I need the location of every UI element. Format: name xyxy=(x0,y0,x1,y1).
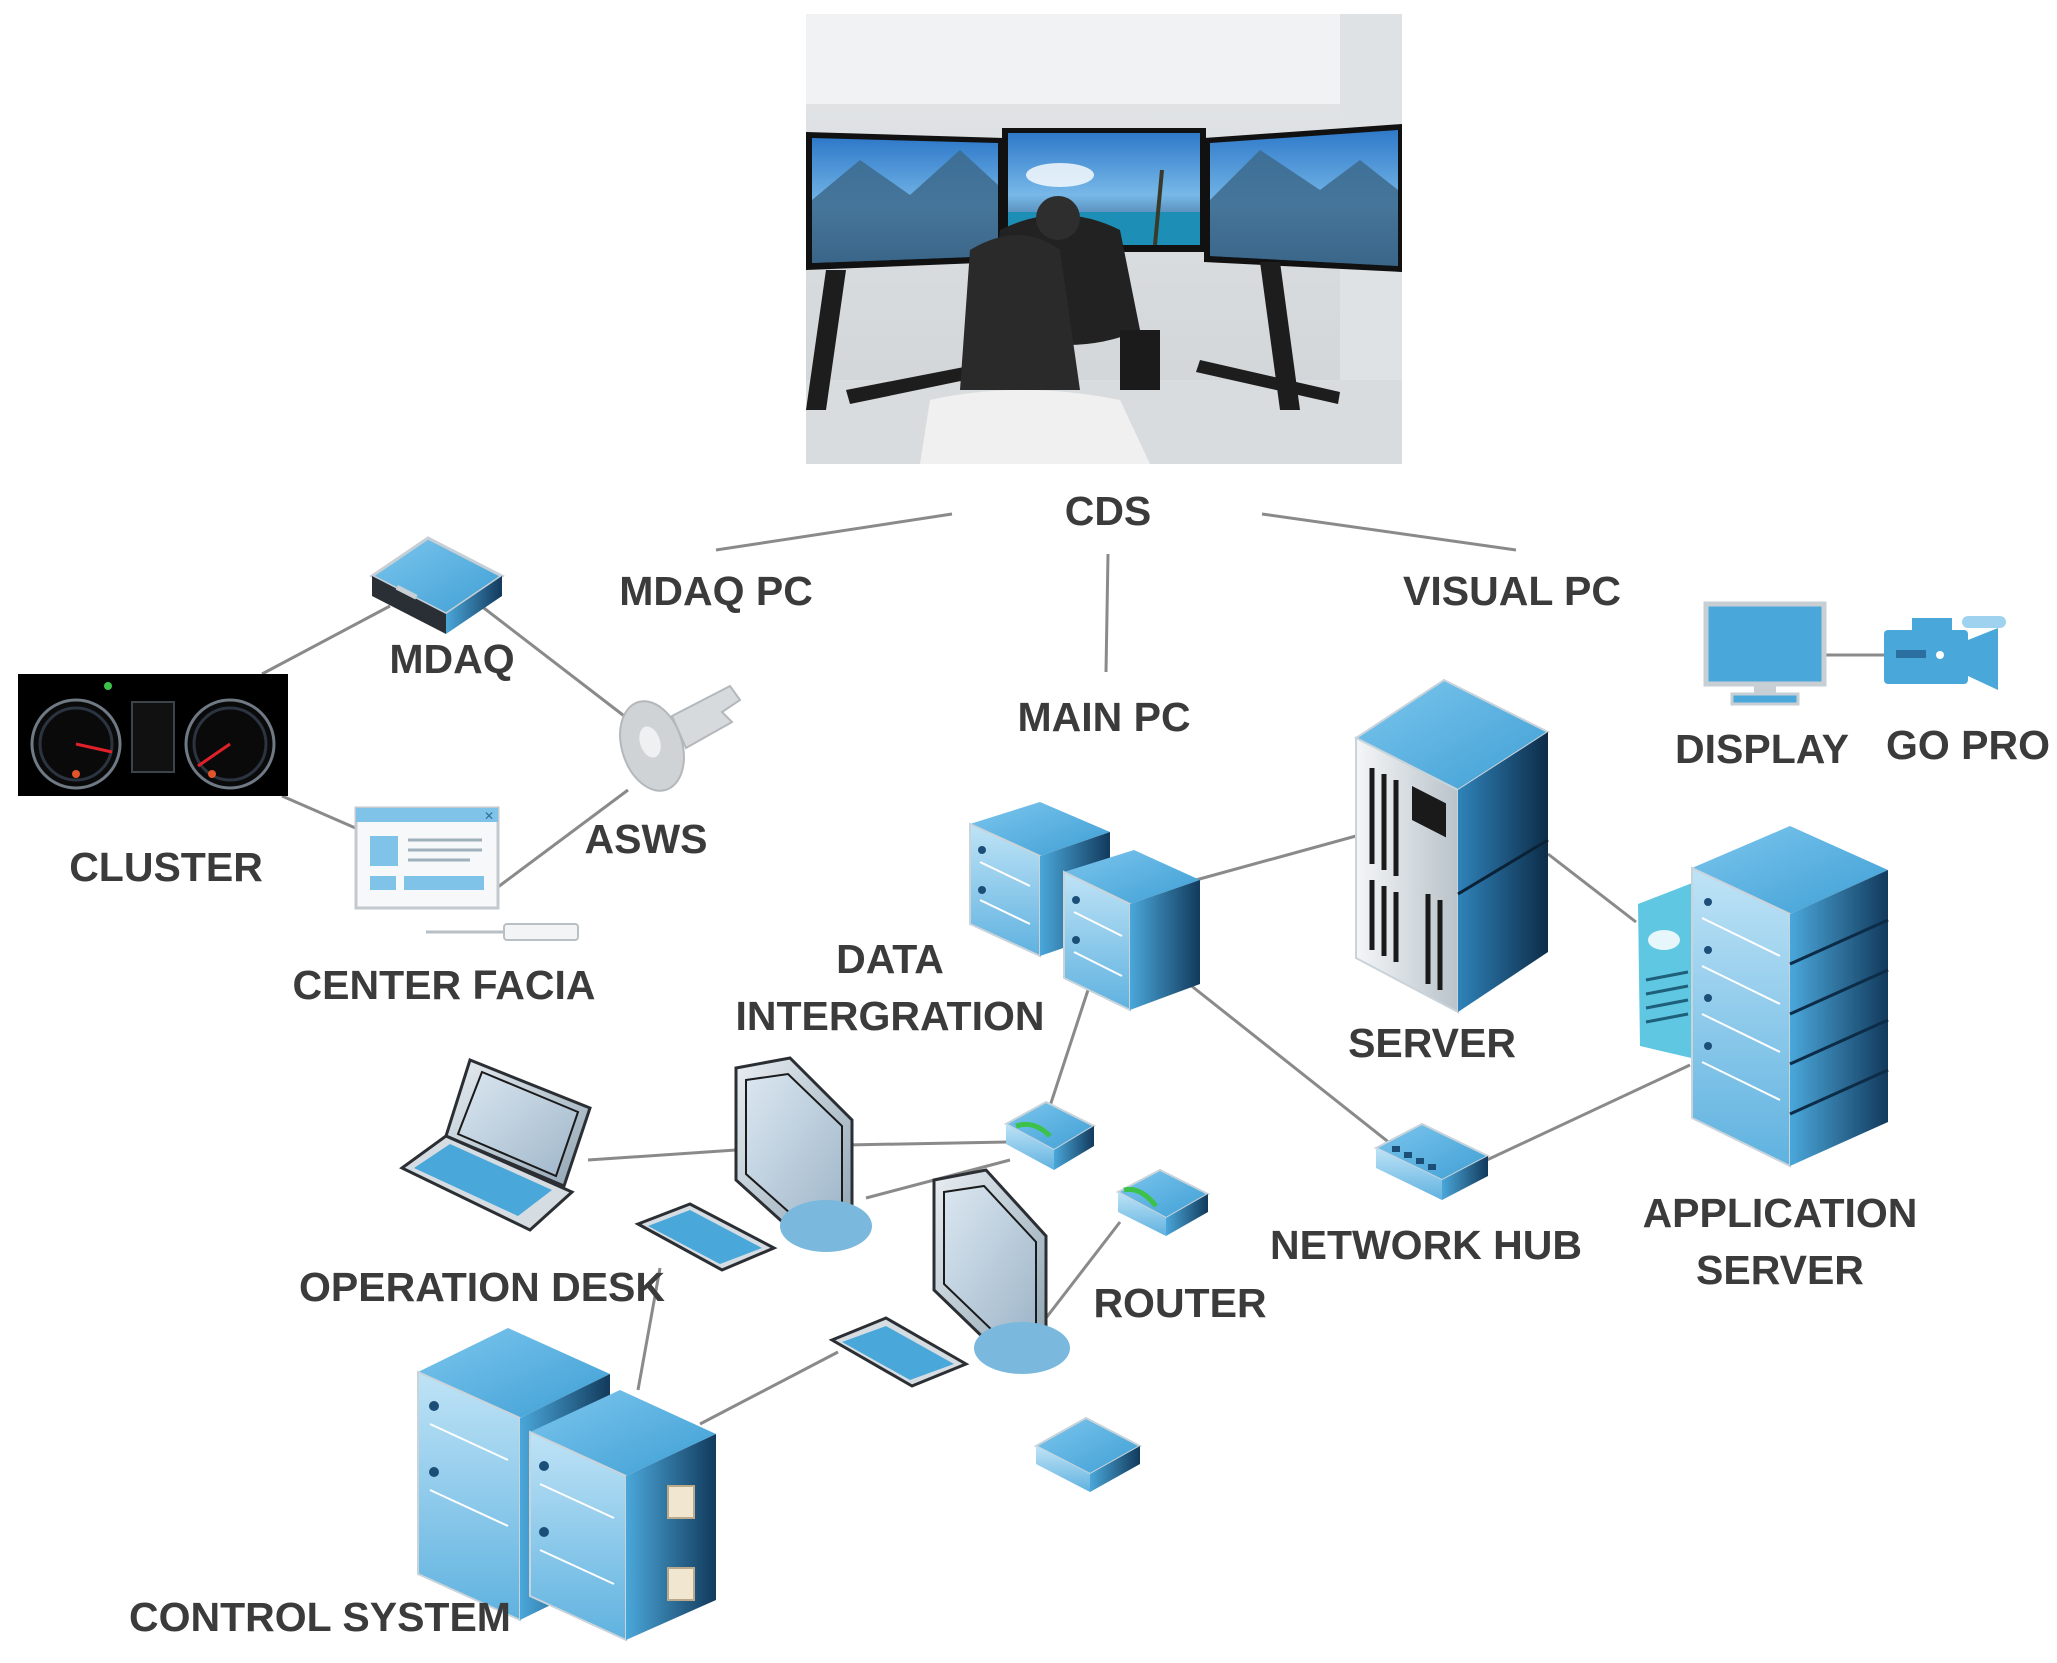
rack-server-icon xyxy=(417,1328,716,1642)
application-server-icon xyxy=(1638,826,1889,1168)
label-application-server-line2: SERVER xyxy=(1696,1247,1864,1294)
cluster-gauge-icon xyxy=(18,674,288,796)
rack-server-icon xyxy=(969,802,1200,1012)
server-tower-icon xyxy=(1354,678,1551,1014)
laptop-icon xyxy=(399,1058,592,1232)
label-main-pc: MAIN PC xyxy=(1017,694,1191,740)
mdaq-device-icon xyxy=(369,536,505,634)
display-icon xyxy=(1703,601,1827,706)
label-application-server-line1: APPLICATION xyxy=(1642,1190,1918,1236)
label-data-integration-line1: DATA xyxy=(836,936,944,982)
label-cluster: CLUSTER xyxy=(69,844,263,890)
device-box-icon xyxy=(1033,1416,1143,1492)
label-go-pro: GO PRO xyxy=(1885,722,2051,768)
label-server: SERVER xyxy=(1348,1020,1516,1066)
svg-text:✕: ✕ xyxy=(484,809,494,823)
camera-icon xyxy=(1884,616,2006,690)
keyboard-icon xyxy=(634,1202,778,1272)
label-asws: ASWS xyxy=(584,816,708,862)
label-data-integration: DATA INTERGRATION xyxy=(735,936,1044,1040)
label-display: DISPLAY xyxy=(1675,726,1849,772)
label-operation-desk: OPERATION DESK xyxy=(299,1264,665,1310)
label-visual-pc: VISUAL PC xyxy=(1403,568,1621,614)
monitor-icon xyxy=(734,1056,872,1252)
label-router: ROUTER xyxy=(1093,1280,1267,1326)
router-icon xyxy=(1115,1168,1211,1236)
key-icon xyxy=(619,684,742,792)
label-network-hub: NETWORK HUB xyxy=(1269,1222,1583,1268)
keyboard-icon xyxy=(828,1316,970,1388)
label-center-facia: CENTER FACIA xyxy=(292,962,596,1008)
switch-icon xyxy=(1003,1100,1097,1170)
label-data-integration-line2: INTERGRATION xyxy=(735,993,1045,1040)
label-mdaq: MDAQ xyxy=(389,636,515,682)
label-control-system: CONTROL SYSTEM xyxy=(129,1594,511,1640)
window-icon: ✕ xyxy=(354,806,579,941)
label-application-server: APPLICATION SERVER xyxy=(1643,1190,1918,1294)
simulator-photo xyxy=(806,14,1402,464)
label-cds: CDS xyxy=(1064,488,1152,534)
label-mdaq-pc: MDAQ PC xyxy=(619,568,813,614)
monitor-icon xyxy=(932,1168,1070,1374)
connection-lines xyxy=(261,512,1884,1426)
network-hub-icon xyxy=(1373,1122,1491,1200)
